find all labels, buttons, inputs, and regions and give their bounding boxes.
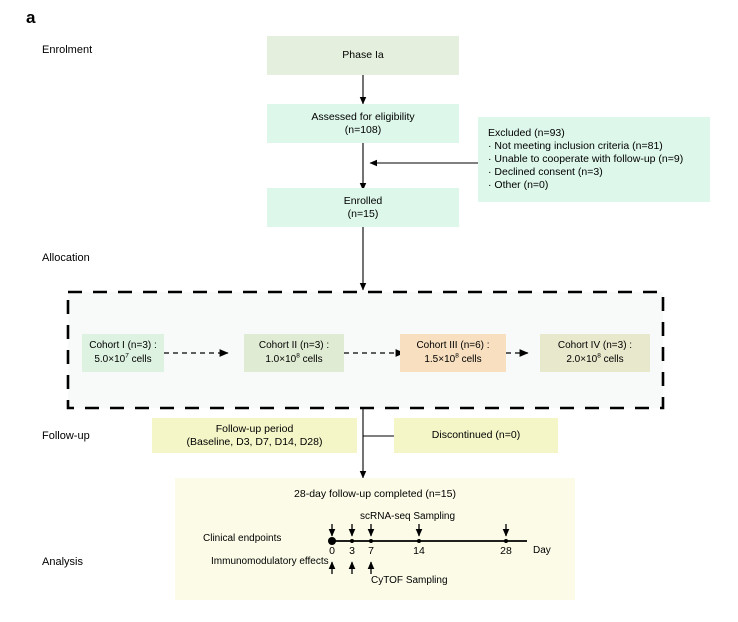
box-excluded-item-3: · Other (n=0) bbox=[488, 179, 549, 191]
box-cohort-iii-dose: 1.5×108 cells bbox=[424, 352, 482, 365]
box-cohort-iii-line1: Cohort III (n=6) : bbox=[416, 340, 490, 351]
analysis-completed-text: 28-day follow-up completed (n=15) bbox=[294, 488, 456, 500]
stage-label-analysis: Analysis bbox=[42, 556, 83, 568]
timeline-graphic bbox=[328, 524, 527, 574]
analysis-row-label-immunomodulatory-effects: Immunomodulatory effects bbox=[211, 556, 329, 567]
box-analysis: 28-day follow-up completed (n=15) Clinic… bbox=[175, 478, 575, 600]
timeline-tick-label-28: 28 bbox=[500, 545, 512, 557]
box-excluded-title: Excluded (n=93) bbox=[488, 127, 565, 139]
box-assessed-for-eligibility: Assessed for eligibility (n=108) bbox=[267, 104, 459, 143]
analysis-row-label-clinical-endpoints: Clinical endpoints bbox=[203, 533, 282, 544]
timeline-tick-label-7: 7 bbox=[368, 545, 374, 557]
box-assessed-line2: (n=108) bbox=[344, 123, 382, 136]
box-excluded: Excluded (n=93) · Not meeting inclusion … bbox=[478, 117, 710, 202]
timeline-scrna-seq-label: scRNA-seq Sampling bbox=[360, 511, 456, 522]
timeline-tick-label-3: 3 bbox=[349, 545, 355, 557]
box-cohort-i-line1: Cohort I (n=3) : bbox=[89, 340, 157, 351]
timeline-tick-label-0: 0 bbox=[329, 545, 335, 557]
box-excluded-item-0: · Not meeting inclusion criteria (n=81) bbox=[488, 140, 663, 152]
box-cohort-ii-line1: Cohort II (n=3) : bbox=[258, 340, 330, 351]
box-discontinued: Discontinued (n=0) bbox=[394, 418, 558, 453]
box-cohort-iv: Cohort IV (n=3) : 2.0×108 cells bbox=[540, 334, 650, 372]
box-followup-period-line2: (Baseline, D3, D7, D14, D28) bbox=[186, 435, 323, 448]
stage-label-followup: Follow-up bbox=[42, 430, 90, 442]
timeline-axis-unit-label: Day bbox=[533, 545, 551, 556]
timeline-cytof-label: CyTOF Sampling bbox=[371, 575, 448, 586]
box-assessed-line1: Assessed for eligibility bbox=[311, 110, 415, 123]
box-phase-ia: Phase Ia bbox=[267, 36, 459, 75]
timeline-tick-label-14: 14 bbox=[413, 545, 425, 557]
box-excluded-item-1: · Unable to cooperate with follow-up (n=… bbox=[488, 153, 684, 165]
box-discontinued-line1: Discontinued (n=0) bbox=[431, 429, 521, 441]
box-cohort-iv-dose: 2.0×108 cells bbox=[566, 352, 624, 365]
box-cohort-ii-dose: 1.0×108 cells bbox=[265, 352, 323, 365]
box-cohort-i-dose: 5.0×107 cells bbox=[94, 352, 152, 365]
box-enrolled-line1: Enrolled bbox=[343, 194, 383, 207]
stage-label-enrolment: Enrolment bbox=[42, 44, 93, 56]
box-phase-ia-line1: Phase Ia bbox=[342, 49, 384, 61]
box-cohort-iv-line1: Cohort IV (n=3) : bbox=[557, 340, 633, 351]
panel-letter: a bbox=[26, 8, 36, 27]
box-followup-period-line1: Follow-up period bbox=[215, 422, 294, 435]
box-cohort-ii: Cohort II (n=3) : 1.0×108 cells bbox=[244, 334, 344, 372]
box-enrolled-line2: (n=15) bbox=[347, 207, 379, 220]
box-excluded-item-2: · Declined consent (n=3) bbox=[488, 166, 603, 178]
stage-label-allocation: Allocation bbox=[42, 252, 90, 264]
box-enrolled: Enrolled (n=15) bbox=[267, 188, 459, 227]
box-cohort-iii: Cohort III (n=6) : 1.5×108 cells bbox=[400, 334, 506, 372]
box-cohort-i: Cohort I (n=3) : 5.0×107 cells bbox=[82, 334, 164, 372]
box-followup-period: Follow-up period (Baseline, D3, D7, D14,… bbox=[152, 418, 357, 453]
